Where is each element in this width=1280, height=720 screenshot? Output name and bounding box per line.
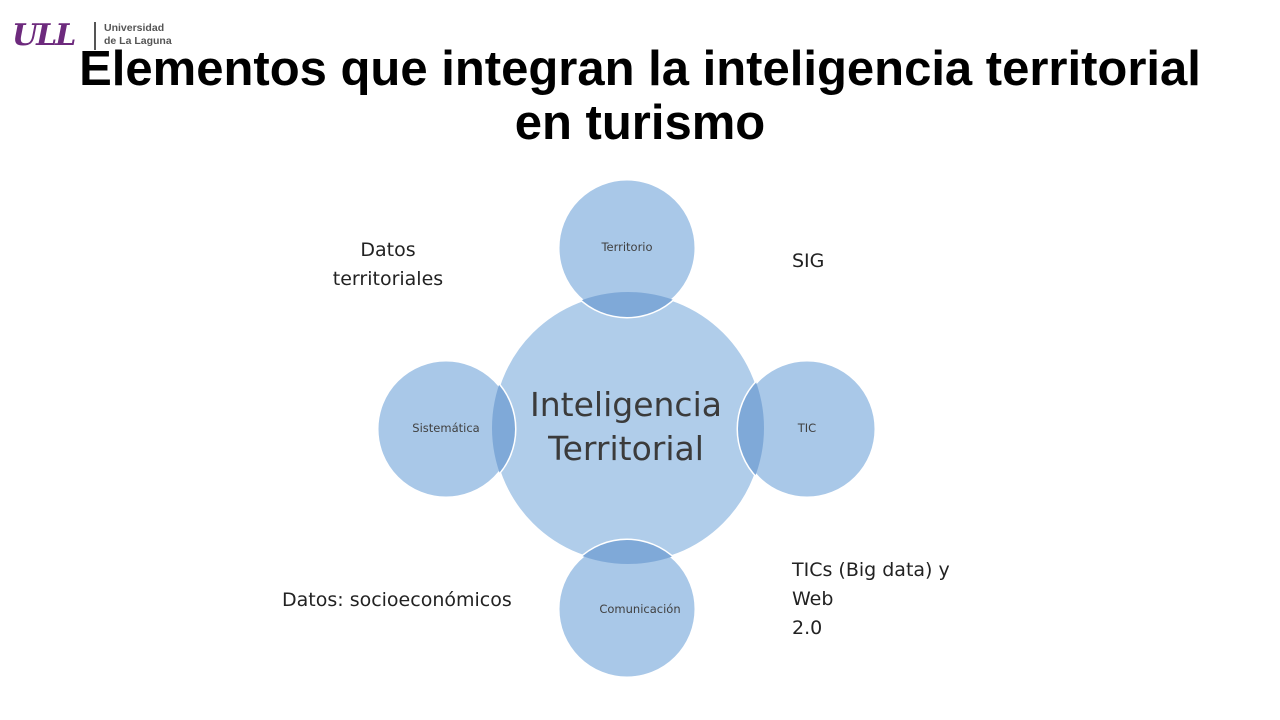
node-label-comunicacion: Comunicación [599, 602, 680, 616]
university-logo: ULL Universidad de La Laguna [12, 18, 182, 54]
note-tics-line-3: 2.0 [792, 617, 823, 639]
node-label-sistematica: Sistemática [412, 421, 479, 435]
logo-line-2: de La Laguna [104, 35, 172, 47]
note-tics-line-2: Web [792, 588, 834, 610]
slide-title-line-2: en turismo [514, 96, 766, 150]
note-tics: TICs (Big data) y Web 2.0 [792, 556, 972, 643]
logo-divider [94, 22, 96, 50]
logo-text: Universidad de La Laguna [104, 22, 172, 48]
note-sig: SIG [792, 250, 825, 272]
node-label-tic: TIC [797, 421, 816, 435]
slide-title-line-1: Elementos que integran la inteligencia t… [79, 42, 1201, 96]
center-label-line-1: Inteligencia [530, 385, 722, 424]
node-label-territorio: Territorio [600, 240, 652, 254]
logo-mark: ULL [12, 18, 76, 53]
logo-line-1: Universidad [104, 22, 165, 34]
note-datos-territoriales: Datos territoriales [318, 236, 458, 294]
note-socioeconomicos: Datos: socioeconómicos [282, 589, 512, 611]
center-circle [490, 290, 766, 566]
slide-title: Elementos que integran la inteligencia t… [20, 42, 1260, 150]
note-datos-territoriales-line-1: Datos [360, 239, 416, 261]
note-tics-line-1: TICs (Big data) y [792, 559, 950, 581]
note-datos-territoriales-line-2: territoriales [332, 268, 444, 290]
center-label-line-2: Territorial [547, 429, 704, 468]
